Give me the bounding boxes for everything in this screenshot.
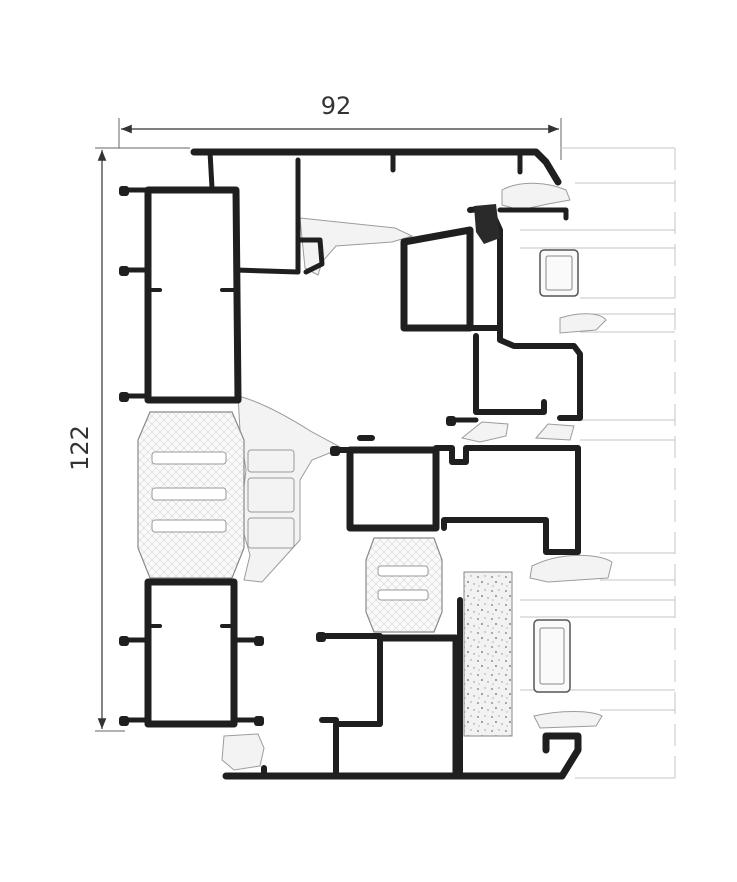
glass-gasket-lower (529, 554, 613, 583)
width-label: 92 (321, 92, 352, 120)
gaskets (221, 182, 613, 771)
glazing-bead-top (474, 204, 500, 244)
glass-spacers (533, 249, 579, 693)
glass-gasket-top (501, 182, 571, 211)
dimension-height: 122 (66, 147, 190, 732)
small-clip-gasket-1 (460, 421, 509, 443)
upper-glass-spacer (539, 249, 579, 297)
bottom-frame-rail (222, 732, 582, 780)
glass-gasket-mid (559, 313, 607, 334)
middle-gasket-wedge (237, 395, 344, 583)
top-frame-rail (190, 148, 562, 186)
lower-glass-spacer (533, 619, 571, 693)
lower-left-chamber (144, 578, 238, 728)
thermal-break-right (365, 537, 443, 633)
glass-gasket-bottom (533, 711, 603, 729)
thermal-break-left (137, 411, 295, 579)
middle-sash-chamber (346, 446, 440, 532)
dimension-width: 92 (118, 92, 562, 160)
sill-gasket (221, 733, 265, 771)
profile-clips (119, 186, 456, 726)
height-label: 122 (66, 425, 94, 471)
lower-sash-chamber (376, 634, 460, 780)
insulation-foam-block (463, 571, 513, 737)
upper-sash-chamber (400, 226, 474, 332)
glazing-lines (520, 147, 676, 779)
small-clip-gasket-2 (534, 423, 575, 441)
upper-left-chamber (144, 186, 242, 404)
